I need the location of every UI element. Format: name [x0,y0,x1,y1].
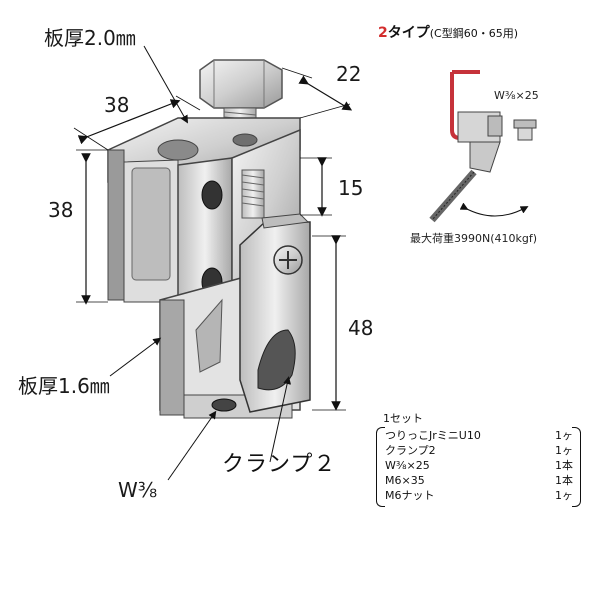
inset-bolt [513,119,537,141]
kit-item: M6ナット 1ヶ [383,488,573,503]
plate-thickness-top: 板厚2.0㎜ [44,26,136,50]
gap-15-label: 15 [338,176,364,200]
kit-item: M6×35 1本 [383,473,573,488]
type-heading: 2タイプ(C型鋼60・65用) [378,26,518,40]
kit-item-qty: 1ヶ [555,444,573,457]
kit-item-qty: 1ヶ [555,429,573,442]
kit-item: W⅜×25 1本 [383,458,573,473]
height-48-label: 48 [348,316,374,340]
kit-item: クランプ2 1ヶ [383,443,573,458]
height-38-label: 38 [48,198,74,222]
clamp2-label: クランプ２ [222,452,337,477]
kit-bracket-right [572,427,581,507]
type-number: 2 [378,25,388,41]
max-load-label: 最大荷重3990N(410kgf) [410,232,538,245]
kit-bracket-left [376,427,385,507]
kit-item-name: M6ナット [385,489,435,502]
kit-item-name: W⅜×25 [385,459,430,472]
inset-illustration [429,70,537,223]
dimension-lines [73,45,353,481]
kit-item-qty: 1ヶ [555,489,573,502]
kit-item-name: つりっこJrミニU10 [385,429,481,442]
kit-item-name: クランプ2 [385,444,436,457]
kit-item-qty: 1本 [555,474,573,487]
kit-item-name: M6×35 [385,474,425,487]
width-38-label: 38 [104,93,130,117]
kit-item: つりっこJrミニU10 1ヶ [383,428,573,443]
bolt-size-label: W⅜ [118,478,158,502]
kit-contents: 1セット つりっこJrミニU10 1ヶ クランプ2 1ヶ W⅜×25 1本 M6×35… [376,410,581,507]
kit-item-qty: 1本 [555,459,573,472]
plate-thickness-bottom: 板厚1.6㎜ [18,374,110,398]
inset-bolt-label: W⅜×25 [494,89,539,102]
type-title: タイプ [387,25,430,41]
clamp-swing-plate [239,213,311,413]
depth-22-label: 22 [336,62,362,86]
kit-header: 1セット [383,412,423,425]
type-subtitle: (C型鋼60・65用) [429,27,519,40]
